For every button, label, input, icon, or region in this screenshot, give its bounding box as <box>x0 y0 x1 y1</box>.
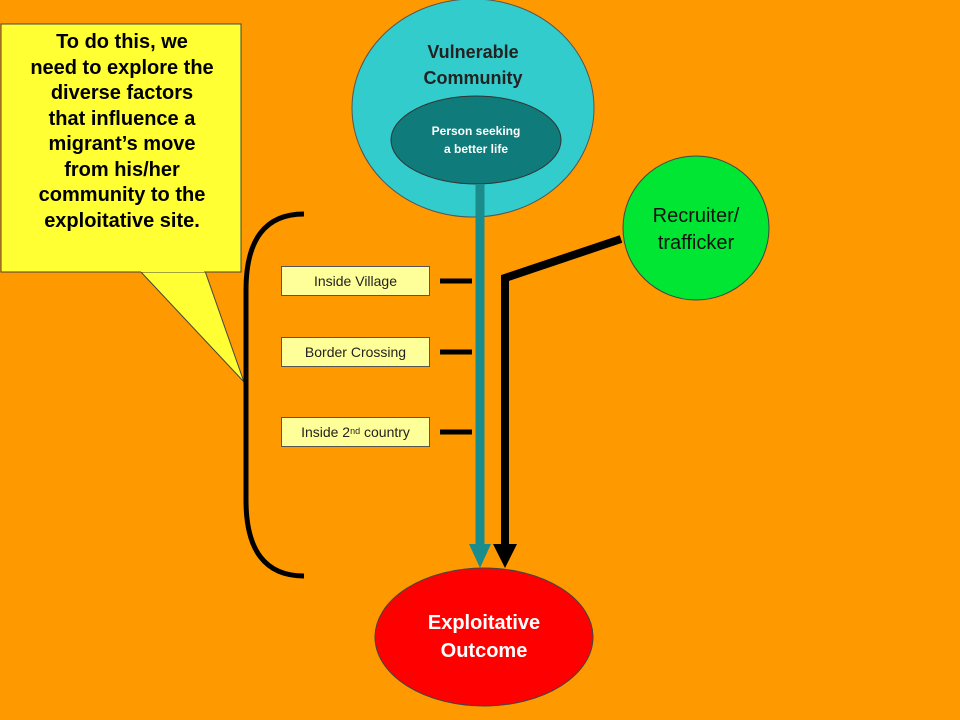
callout-tail <box>138 270 245 383</box>
exploitative-outcome-label-line1: Exploitative <box>428 612 540 634</box>
exploitative-outcome-label-line2: Outcome <box>441 640 528 662</box>
trafficker-path-line <box>501 235 623 546</box>
trafficker-path-arrowhead <box>493 544 517 568</box>
stages-bracket <box>243 211 305 579</box>
recruiter-label-line2: trafficker <box>658 232 735 254</box>
stage-second-country-pre: Inside 2 <box>301 424 351 440</box>
recruiter-trafficker-node <box>622 155 770 301</box>
stage-inside-village: Inside Village <box>281 266 430 296</box>
migrant-path-arrowhead <box>469 544 491 568</box>
person-seeking-label-line1: Person seeking <box>432 124 521 138</box>
person-seeking-label-line2: a better life <box>444 142 508 156</box>
stage-border-crossing: Border Crossing <box>281 337 430 367</box>
callout-bubble <box>0 23 242 273</box>
vulnerable-community-label-line2: Community <box>424 68 523 88</box>
stage-second-country-post: country <box>360 424 410 440</box>
person-seeking-node <box>390 95 562 185</box>
exploitative-outcome-node <box>374 567 594 707</box>
callout-text: To do this, we need to explore the diver… <box>30 31 214 232</box>
recruiter-label-line1: Recruiter/ <box>653 205 740 227</box>
vulnerable-community-label-line1: Vulnerable <box>427 42 518 62</box>
